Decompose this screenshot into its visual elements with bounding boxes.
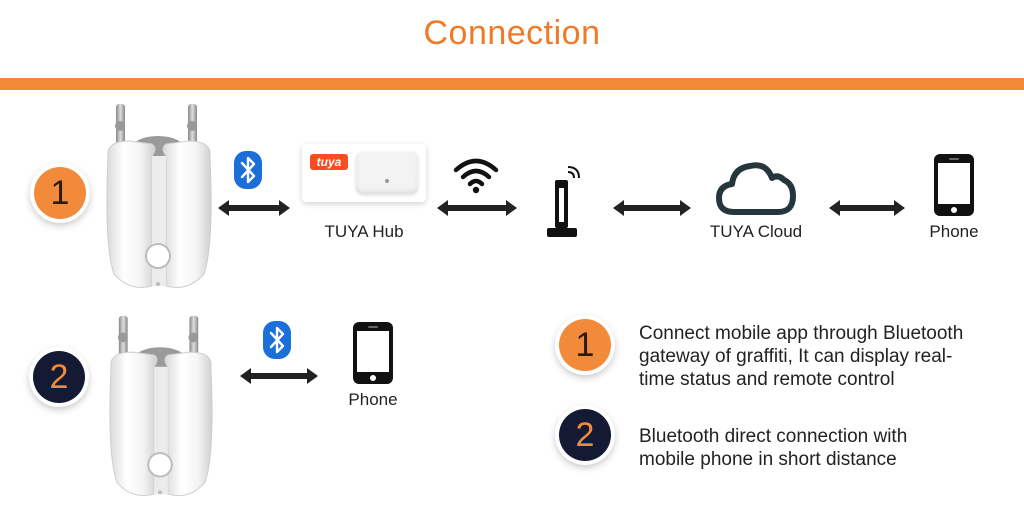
hub-indicator — [385, 179, 389, 183]
page-title: Connection — [423, 14, 601, 52]
badge-2: 2 — [33, 351, 85, 403]
desc-badge-2: 2 — [559, 409, 611, 461]
cloud-icon — [716, 156, 796, 216]
lock-device-icon — [103, 308, 219, 502]
description-2-line-1: Bluetooth direct connection with — [639, 426, 908, 447]
description-1: Connect mobile app through Bluetooth gat… — [639, 322, 1019, 391]
tuya-hub-label: TUYA Hub — [324, 222, 404, 241]
desc-badge-1: 1 — [559, 319, 611, 371]
phone-icon — [933, 153, 975, 217]
description-1-line-1: Connect mobile app through Bluetooth — [639, 323, 964, 344]
double-arrow-icon — [437, 198, 517, 218]
bluetooth-icon — [233, 150, 263, 190]
description-1-line-2: gateway of graffiti, It can display real… — [639, 346, 953, 367]
tuya-cloud-label: TUYA Cloud — [709, 222, 803, 241]
title-divider — [0, 78, 1024, 90]
double-arrow-icon — [613, 198, 691, 218]
description-2-line-2: mobile phone in short distance — [639, 449, 897, 470]
wifi-icon — [452, 156, 500, 194]
double-arrow-icon — [240, 366, 318, 386]
badge-1: 1 — [34, 167, 86, 219]
description-2: Bluetooth direct connection with mobile … — [639, 425, 1019, 471]
gateway-hub-icon: tuya — [302, 144, 426, 202]
double-arrow-icon — [829, 198, 905, 218]
hub-body — [356, 152, 418, 194]
tuya-logo: tuya — [310, 154, 348, 170]
description-1-line-3: time status and remote control — [639, 369, 895, 390]
lock-device-icon — [100, 96, 218, 294]
bluetooth-icon — [262, 320, 292, 360]
phone-icon — [352, 321, 394, 385]
router-icon — [544, 166, 584, 240]
double-arrow-icon — [218, 198, 290, 218]
phone-top-label: Phone — [929, 222, 979, 241]
phone-bottom-label: Phone — [348, 390, 398, 409]
